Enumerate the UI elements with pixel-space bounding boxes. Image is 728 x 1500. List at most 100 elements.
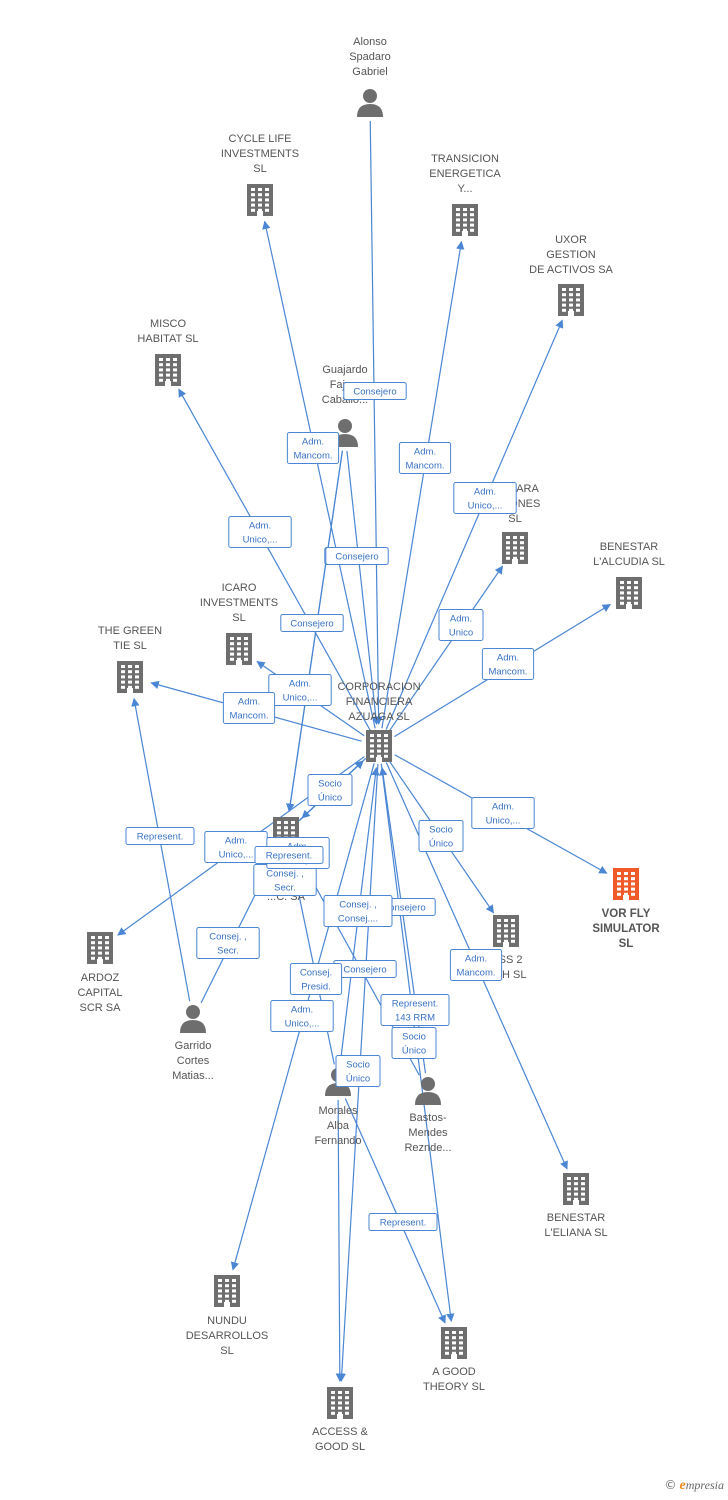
relation-label-text: Consej.Presid. xyxy=(300,968,332,993)
node-label-line: Spadaro xyxy=(349,51,391,63)
node-access[interactable]: ACCESS &GOOD SL xyxy=(312,1387,368,1453)
relation-label[interactable]: Consejero xyxy=(343,382,407,400)
relation-label-line: 143 RRM xyxy=(395,1013,435,1024)
building-window xyxy=(634,581,638,584)
relation-label[interactable]: Adm.Unico,... xyxy=(471,797,535,829)
building-window xyxy=(232,1299,236,1303)
relation-label[interactable]: Adm. Unico,... xyxy=(270,1000,334,1032)
relation-label[interactable]: Represent.143 RRM xyxy=(380,994,450,1026)
relation-label[interactable]: Adm.Mancom. xyxy=(481,648,535,680)
relation-label-line: Unico,... xyxy=(285,1019,320,1030)
building-window xyxy=(218,1284,222,1288)
building-window xyxy=(128,675,132,679)
building-window xyxy=(173,363,177,367)
building-window xyxy=(338,1406,342,1410)
building-window xyxy=(384,744,388,748)
relation-label-line: Adm. xyxy=(291,1005,313,1016)
building-window xyxy=(463,218,467,222)
relation-label-line: Represent. xyxy=(380,1218,426,1229)
relation-label-line: Adm. xyxy=(289,679,311,690)
relation-label[interactable]: Represent. xyxy=(368,1213,438,1231)
relation-label-line: Mancom. xyxy=(405,461,444,472)
building-window xyxy=(617,892,621,896)
node-label-line: Garrido xyxy=(175,1040,212,1052)
building-icon xyxy=(155,354,181,386)
building-window xyxy=(581,1187,585,1191)
building-window xyxy=(98,946,102,950)
building-window xyxy=(470,218,474,222)
relation-label-line: Adm. xyxy=(492,802,514,813)
relation-label[interactable]: Adm.Unico,... xyxy=(268,674,332,706)
relation-label[interactable]: Adm.Unico,... xyxy=(228,516,292,548)
relation-label[interactable]: Adm.Mancom. xyxy=(449,949,503,981)
building-window xyxy=(331,1411,335,1415)
building-window xyxy=(562,298,566,302)
relation-label[interactable]: Consej. ,Secr. xyxy=(196,927,260,959)
relation-label[interactable]: Adm.Unico xyxy=(438,609,484,641)
building-window xyxy=(562,308,566,312)
relation-label[interactable]: Adm.Unico,... xyxy=(453,482,517,514)
relation-label-line: Consejero xyxy=(290,619,333,630)
building-window xyxy=(520,541,524,545)
building-window xyxy=(459,1336,463,1340)
relation-label[interactable]: Consejero xyxy=(333,960,397,978)
relation-label[interactable]: Represent. xyxy=(254,846,324,864)
relation-label[interactable]: Adm.Mancom. xyxy=(222,692,276,724)
building-window xyxy=(506,551,510,555)
building-window xyxy=(265,198,269,202)
building-window xyxy=(634,596,638,600)
relation-label[interactable]: Consej.Presid. xyxy=(289,963,343,995)
building-window xyxy=(345,1391,349,1394)
relation-label-box xyxy=(391,1027,437,1059)
relation-label-line: Socio xyxy=(346,1060,370,1071)
relation-label[interactable]: Consejero xyxy=(325,547,389,565)
relation-label[interactable]: Consej. ,Secr. xyxy=(253,864,317,896)
building-window xyxy=(624,877,628,881)
relation-label[interactable]: Represent. xyxy=(125,827,195,845)
relation-label-line: Socio xyxy=(429,825,453,836)
building-window xyxy=(244,652,248,656)
relation-label-text: Consej. ,Secr. xyxy=(266,869,304,894)
building-window xyxy=(452,1351,456,1355)
node-label-line: ICARO xyxy=(222,582,257,594)
building-window xyxy=(225,1299,229,1303)
relation-label-line: Secr. xyxy=(274,883,296,894)
relation-label-line: Consej. xyxy=(300,968,332,979)
relation-label[interactable]: Adm.Mancom. xyxy=(286,432,340,464)
relation-label-line: Secr. xyxy=(217,946,239,957)
building-window xyxy=(576,293,580,297)
node-label-line: BENESTAR xyxy=(600,541,659,553)
relation-label[interactable]: Consej. ,Consej.... xyxy=(323,895,393,927)
building-window xyxy=(620,581,624,584)
building-window xyxy=(128,680,132,684)
relation-label-line: Consejero xyxy=(382,903,425,914)
node-label-line: SL xyxy=(508,513,521,525)
relation-label[interactable]: Adm.Mancom. xyxy=(398,442,452,474)
relation-label[interactable]: Consejero xyxy=(280,614,344,632)
node-label-line: GOOD SL xyxy=(315,1441,365,1453)
node-label-line: THE GREEN xyxy=(98,625,162,637)
building-window xyxy=(370,734,374,737)
